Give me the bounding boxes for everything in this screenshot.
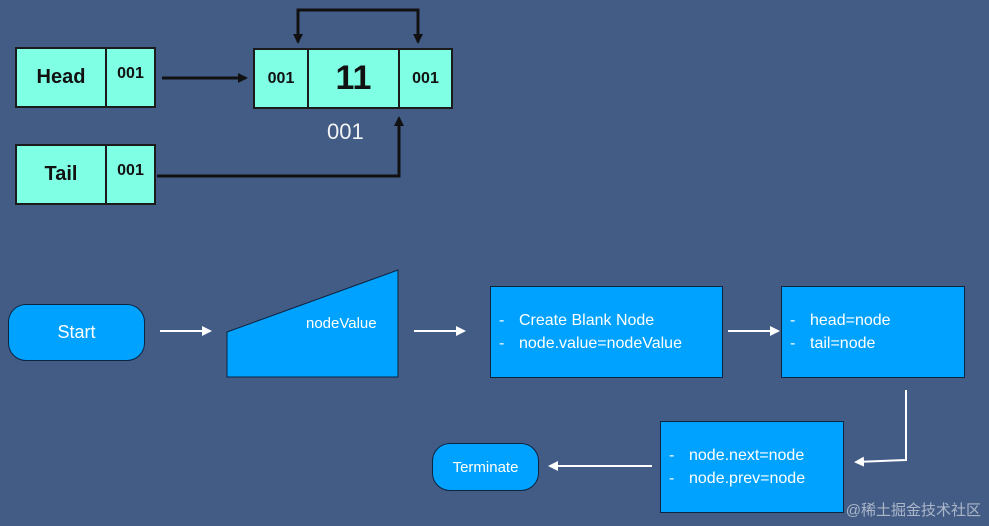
tail-to-node-arrow — [157, 116, 404, 178]
flow-input-label: nodeValue — [306, 315, 377, 332]
head-pointer-cell: 001 — [105, 47, 156, 108]
node-next-cell: 001 — [398, 48, 453, 109]
flow-link-self: -node.next=node -node.prev=node — [660, 421, 844, 513]
flow-terminate: Terminate — [432, 443, 539, 491]
tail-pointer-cell: 001 — [105, 144, 156, 205]
bullet-dash: - — [790, 335, 796, 352]
bullet-dash: - — [669, 447, 675, 464]
node-address-label: 001 — [327, 119, 364, 144]
head-label-cell: Head — [15, 47, 107, 108]
assign-step-2: tail=node — [810, 335, 876, 352]
bullet-dash: - — [669, 470, 675, 487]
create-step-2: node.value=nodeValue — [519, 335, 682, 352]
flow-arrow-assign-link — [854, 390, 907, 467]
flow-create-node: -Create Blank Node -node.value=nodeValue — [490, 286, 723, 378]
assign-step-1: head=node — [810, 312, 891, 329]
flow-assign-head-tail: -head=node -tail=node — [781, 286, 965, 378]
tail-label-cell: Tail — [15, 144, 107, 205]
bullet-dash: - — [499, 335, 505, 352]
node-prev-cell: 001 — [253, 48, 309, 109]
node-value-cell: 11 — [307, 48, 400, 109]
link-step-2: node.prev=node — [689, 470, 806, 487]
self-loop-arrow — [296, 8, 423, 44]
input-shape — [226, 269, 399, 378]
flow-start: Start — [8, 304, 145, 361]
link-step-1: node.next=node — [689, 447, 805, 464]
bullet-dash: - — [790, 312, 796, 329]
create-step-1: Create Blank Node — [519, 312, 655, 329]
watermark: @稀土掘金技术社区 — [845, 502, 981, 519]
bullet-dash: - — [499, 312, 505, 329]
